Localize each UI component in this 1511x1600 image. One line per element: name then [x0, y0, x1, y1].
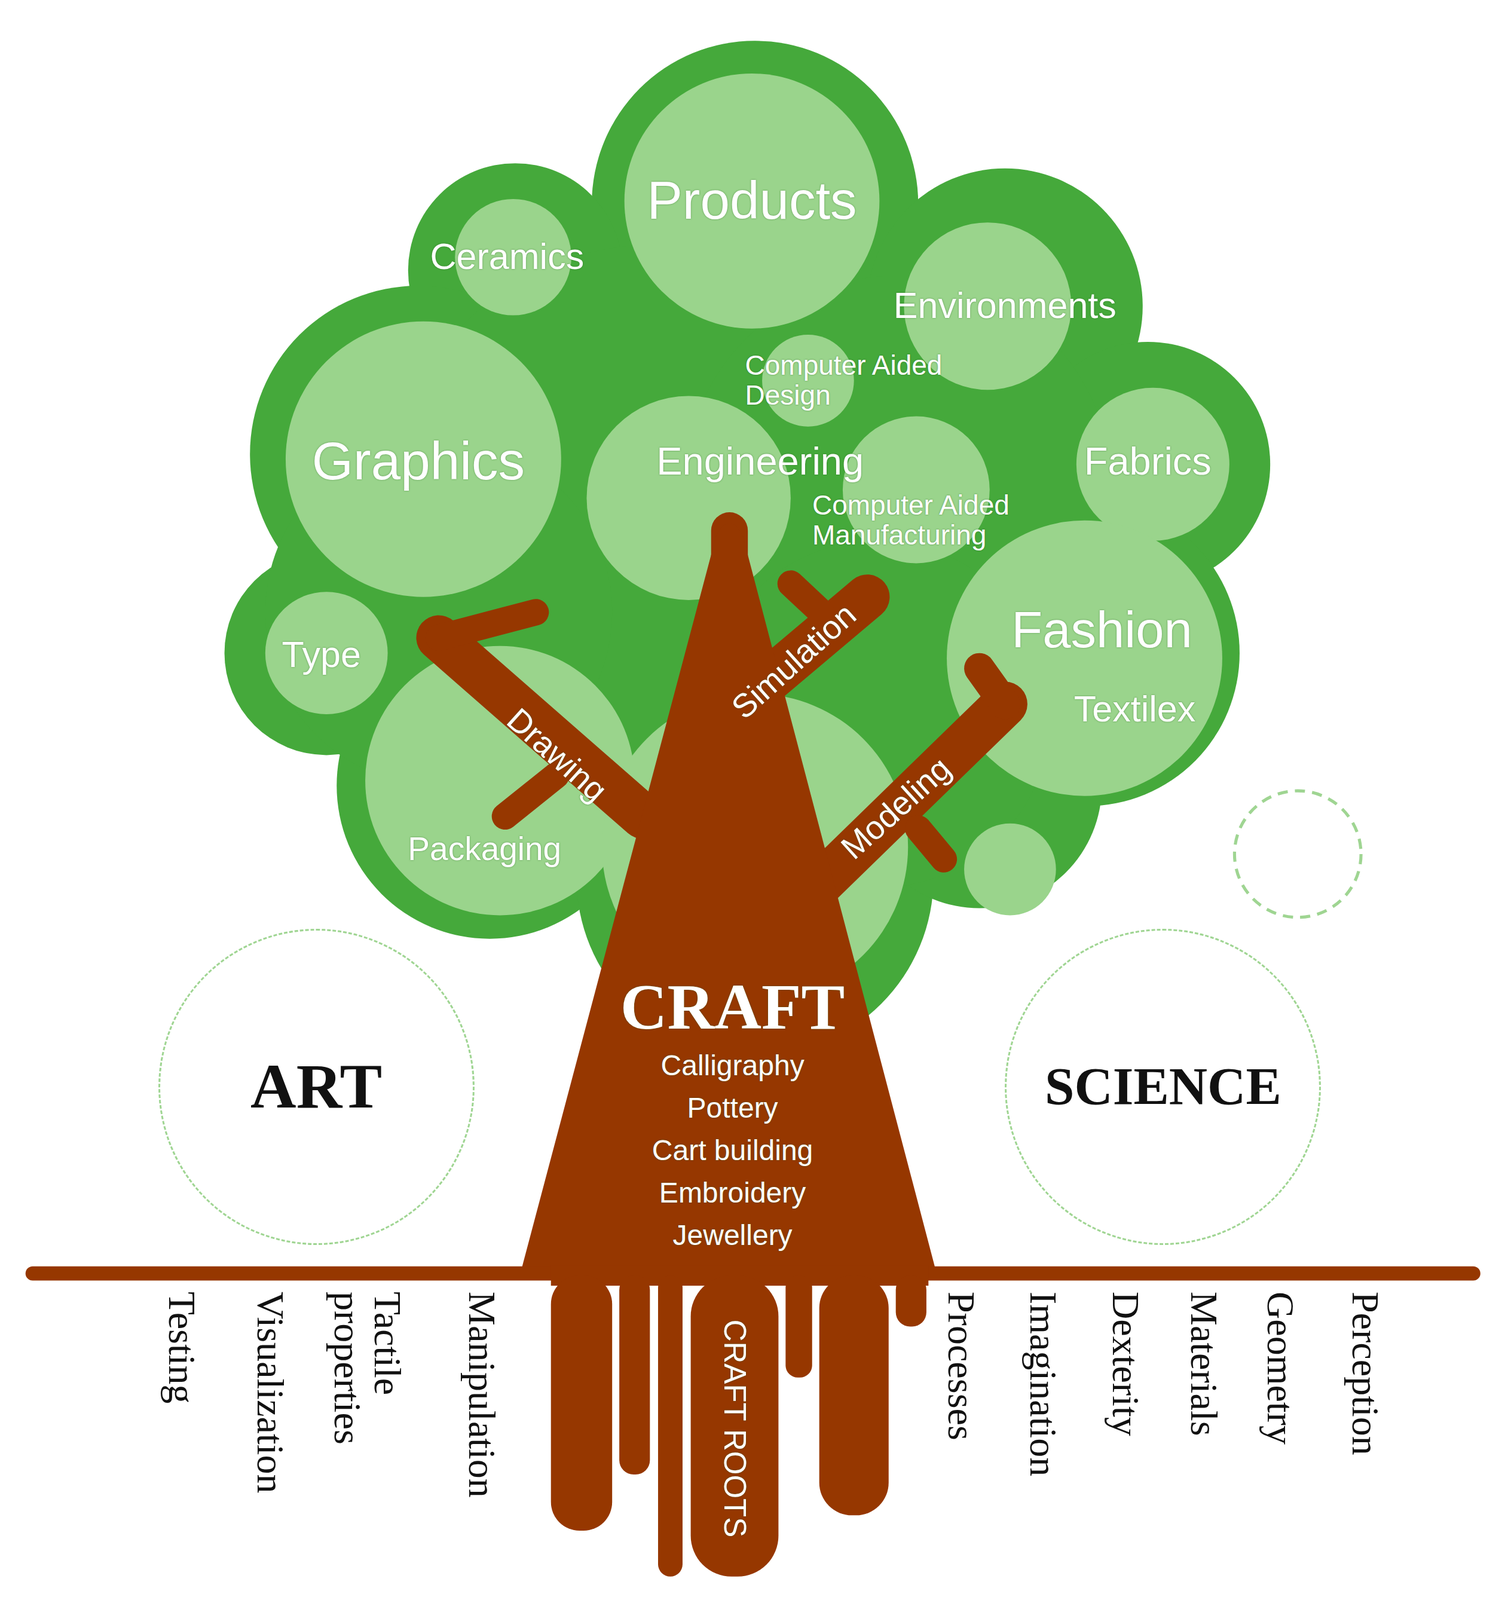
- craft-item: Pottery: [620, 1086, 845, 1130]
- canopy-circle: Ceramics: [430, 237, 585, 278]
- node-label: Packaging: [407, 830, 562, 868]
- root-label: Processes: [940, 1291, 981, 1441]
- node-label: ART: [250, 1051, 382, 1122]
- dashed-circle: SCIENCE: [1004, 928, 1321, 1246]
- branch-label: Modeling: [834, 750, 958, 867]
- canopy-circle: Graphics: [312, 432, 525, 491]
- root-label: Dexterity: [1105, 1291, 1146, 1437]
- canopy-circle: Packaging: [407, 830, 562, 868]
- node-label: Computer Aided Design: [745, 350, 949, 411]
- trunk-label: CRAFTCalligraphyPotteryCart buildingEmbr…: [620, 969, 845, 1257]
- branch-label: CRAFT ROOTS: [717, 1319, 752, 1538]
- root-label: Visualization: [250, 1291, 291, 1494]
- root-label: Tactile properties: [326, 1291, 408, 1499]
- roots: [551, 1265, 929, 1577]
- craft-item: Embroidery: [620, 1171, 845, 1214]
- canopy-circle: Environments: [893, 286, 1117, 327]
- node-label: Type: [282, 635, 362, 676]
- node-label: Fabrics: [1084, 439, 1212, 483]
- node-label: Computer Aided Manufacturing: [812, 490, 1049, 551]
- canopy-circle: FashionTextilex: [1008, 601, 1196, 730]
- trunk: [520, 522, 937, 1274]
- root-label: Perception: [1344, 1291, 1385, 1456]
- dashed-circle: ART: [158, 928, 475, 1246]
- node-label: Engineering: [656, 439, 864, 483]
- node-label: Modeling: [834, 750, 958, 867]
- craft-item: Jewellery: [620, 1213, 845, 1257]
- craft-item: Calligraphy: [620, 1044, 845, 1087]
- branch-label: Drawing: [500, 701, 614, 809]
- node-label: CRAFT ROOTS: [717, 1319, 752, 1538]
- canopy-circle: Fabrics: [1084, 439, 1212, 483]
- trunk-heading: CRAFT: [620, 969, 845, 1045]
- root-label: Materials: [1184, 1291, 1225, 1437]
- branch-label: Simulation: [724, 596, 863, 727]
- canopy-circle: Computer Aided Design: [745, 350, 949, 411]
- node-label: SCIENCE: [1044, 1057, 1282, 1116]
- canopy-circle: Type: [282, 635, 362, 676]
- root-label: Manipulation: [461, 1291, 502, 1498]
- node-label: Products: [646, 171, 857, 231]
- dashed-circle: [1234, 790, 1361, 918]
- canopy-circle: Engineering: [656, 439, 864, 483]
- root-label: Geometry: [1260, 1291, 1301, 1445]
- root-label: Testing: [161, 1291, 202, 1405]
- node-label: Drawing: [500, 701, 614, 809]
- node-label: Graphics: [312, 432, 525, 491]
- sub-label: Textilex: [1074, 688, 1196, 729]
- craft-item: Cart building: [620, 1129, 845, 1172]
- root-label: Imagination: [1022, 1291, 1063, 1477]
- canopy-circle: Products: [646, 171, 857, 231]
- node-label: Environments: [893, 286, 1117, 327]
- node-label: Fashion: [1008, 601, 1196, 659]
- node-label: Simulation: [724, 596, 863, 727]
- canopy-circle: Computer Aided Manufacturing: [812, 490, 1049, 551]
- node-label: Ceramics: [430, 237, 585, 278]
